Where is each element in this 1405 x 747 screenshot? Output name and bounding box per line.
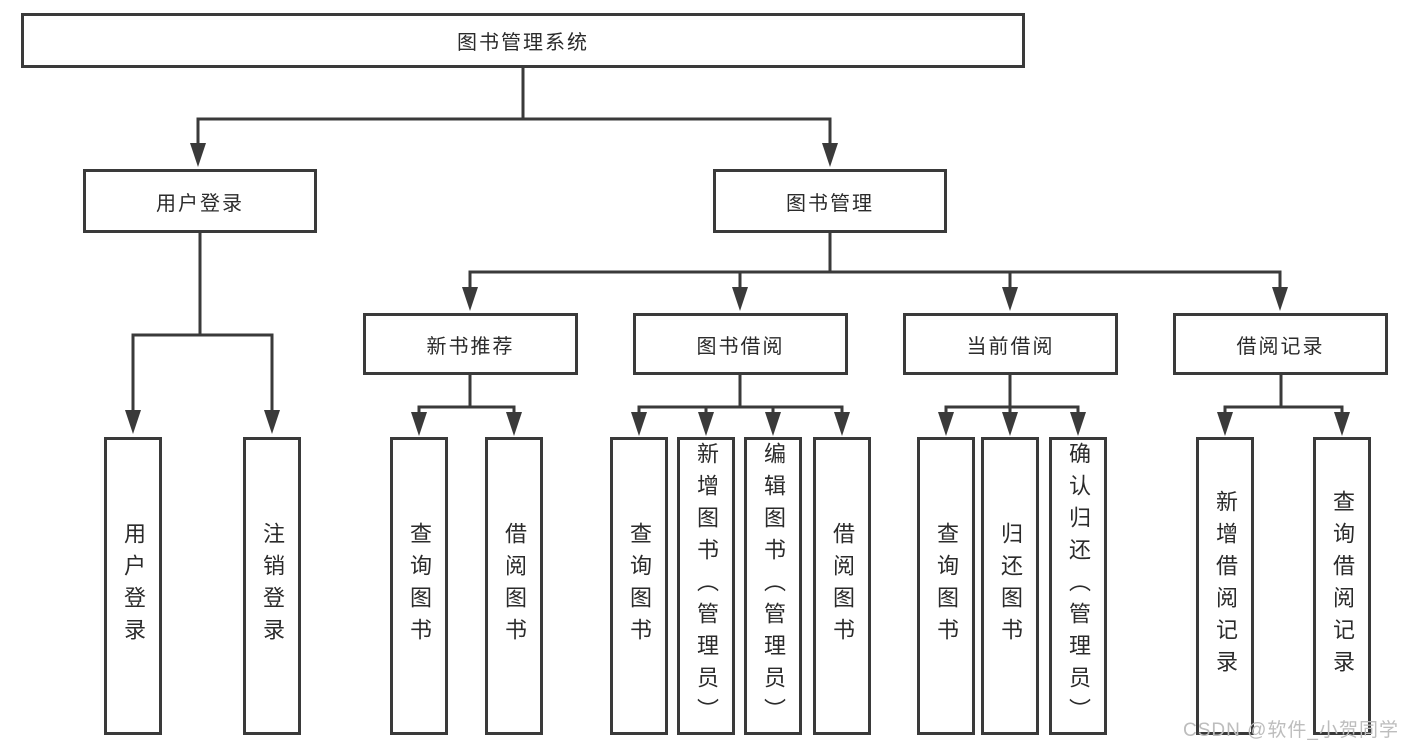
leaf-query-borrow-record-label: 查询借阅记录 bbox=[1330, 490, 1355, 682]
connector-root-to-level2 bbox=[190, 66, 838, 167]
node-book-management-label: 图书管理 bbox=[786, 192, 874, 215]
leaf-add-book-admin-label: 新增图书（管理员） bbox=[694, 442, 719, 730]
leaf-borrow-books: 借阅图书 bbox=[813, 437, 871, 735]
node-new-book-recommend-label: 新书推荐 bbox=[426, 335, 515, 358]
leaf-confirm-return-admin-label: 确认归还（管理员） bbox=[1066, 442, 1091, 730]
leaf-add-book-admin: 新增图书（管理员） bbox=[677, 437, 735, 735]
connector-book-borrow-to-children bbox=[631, 373, 850, 436]
node-new-book-recommend: 新书推荐 bbox=[363, 313, 578, 375]
node-book-borrow-label: 图书借阅 bbox=[696, 335, 785, 358]
leaf-user-login: 用户登录 bbox=[104, 437, 162, 735]
root-node-label: 图书管理系统 bbox=[457, 32, 589, 54]
leaf-user-login-label: 用户登录 bbox=[121, 522, 146, 650]
connector-new-books-to-children bbox=[411, 373, 522, 436]
node-user-login-label: 用户登录 bbox=[156, 192, 244, 215]
leaf-query-books-current: 查询图书 bbox=[917, 437, 975, 735]
leaf-edit-book-admin-label: 编辑图书（管理员） bbox=[761, 442, 786, 730]
node-borrow-records: 借阅记录 bbox=[1173, 313, 1388, 375]
leaf-add-borrow-record-label: 新增借阅记录 bbox=[1213, 490, 1238, 682]
leaf-logout: 注销登录 bbox=[243, 437, 301, 735]
connector-borrow-records-to-children bbox=[1217, 373, 1350, 436]
connector-book-management-to-level3 bbox=[462, 231, 1288, 311]
node-user-login: 用户登录 bbox=[83, 169, 317, 233]
leaf-edit-book-admin: 编辑图书（管理员） bbox=[744, 437, 802, 735]
node-book-management: 图书管理 bbox=[713, 169, 947, 233]
leaf-borrow-books-recommend-label: 借阅图书 bbox=[502, 522, 527, 650]
leaf-query-borrow-record: 查询借阅记录 bbox=[1313, 437, 1371, 735]
leaf-query-books-borrow-label: 查询图书 bbox=[627, 522, 652, 650]
connector-user-login-to-children bbox=[125, 231, 280, 434]
leaf-return-book-label: 归还图书 bbox=[998, 522, 1023, 650]
leaf-query-books-recommend: 查询图书 bbox=[390, 437, 448, 735]
leaf-borrow-books-label: 借阅图书 bbox=[830, 522, 855, 650]
root-node: 图书管理系统 bbox=[21, 13, 1025, 68]
node-book-borrow: 图书借阅 bbox=[633, 313, 848, 375]
leaf-borrow-books-recommend: 借阅图书 bbox=[485, 437, 543, 735]
leaf-query-books-recommend-label: 查询图书 bbox=[407, 522, 432, 650]
node-current-borrow-label: 当前借阅 bbox=[966, 335, 1055, 358]
leaf-confirm-return-admin: 确认归还（管理员） bbox=[1049, 437, 1107, 735]
leaf-add-borrow-record: 新增借阅记录 bbox=[1196, 437, 1254, 735]
node-current-borrow: 当前借阅 bbox=[903, 313, 1118, 375]
connector-current-borrow-to-children bbox=[938, 373, 1086, 436]
leaf-logout-label: 注销登录 bbox=[260, 522, 285, 650]
leaf-return-book: 归还图书 bbox=[981, 437, 1039, 735]
leaf-query-books-current-label: 查询图书 bbox=[934, 522, 959, 650]
leaf-query-books-borrow: 查询图书 bbox=[610, 437, 668, 735]
csdn-watermark: CSDN @软件_小贺同学 bbox=[1183, 720, 1399, 741]
node-borrow-records-label: 借阅记录 bbox=[1236, 335, 1325, 358]
